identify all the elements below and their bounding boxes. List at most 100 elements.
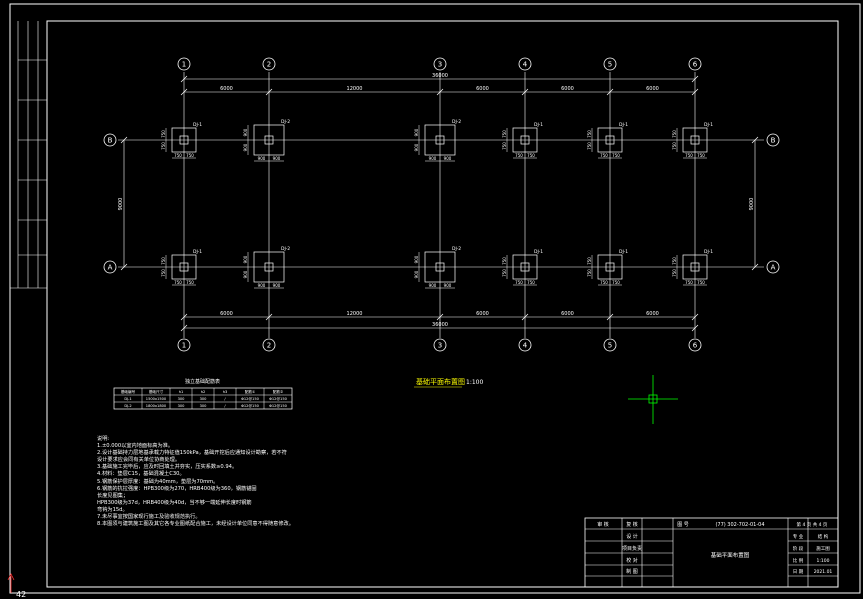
ucs-icon	[7, 573, 15, 593]
dimension-label: 750	[672, 269, 677, 277]
axis-bubble	[688, 57, 702, 71]
dimension-label: 750	[612, 153, 620, 158]
dimension-label: 900	[444, 283, 452, 288]
note-line: 8.本图须与建筑施工图及其它各专业图纸配合施工，未经设计单位同意不得随意修改。	[97, 521, 294, 528]
axis-bubble	[766, 260, 780, 274]
footing	[253, 251, 285, 283]
dimension-tick	[120, 136, 128, 144]
axis-label: 5	[608, 61, 612, 69]
dimension-label: 6000	[476, 311, 489, 317]
dimension-label: 750	[697, 280, 705, 285]
axis-label: 2	[267, 342, 271, 350]
axis-bubble	[766, 133, 780, 147]
dimension-tick	[751, 136, 759, 144]
sheet-outer-frame	[9, 3, 861, 594]
table-cell: Φ12@150	[241, 404, 260, 408]
corner-label: 42	[16, 590, 26, 599]
table-cell: 1800x1800	[146, 404, 167, 408]
axis-bubble	[518, 57, 532, 71]
note-line: 6.钢筋的抗拉强度：HPB300级为270，HRB400级为360，钢筋锚固	[97, 485, 257, 492]
dimension-label: 6000	[220, 311, 233, 317]
dimension-label: 750	[186, 153, 194, 158]
footing	[424, 124, 456, 156]
axis-label: 5	[608, 342, 612, 350]
title-value: 施工图	[816, 545, 830, 552]
dimension-label: 750	[587, 257, 592, 265]
footing-label: DJ-1	[193, 122, 202, 128]
dimension-tick	[691, 75, 699, 83]
dimension-label: 6000	[561, 86, 574, 92]
dimension-label: 750	[685, 280, 693, 285]
dimension-label: 9000	[118, 198, 124, 211]
dimension-label: 750	[527, 280, 535, 285]
dimension-label: 6000	[561, 311, 574, 317]
dimension-label: 900	[258, 156, 266, 161]
dimension-label: 9000	[749, 198, 755, 211]
axis-label: 1	[182, 61, 186, 69]
table-cell: DJ-1	[124, 397, 131, 401]
dimension-label: 750	[672, 257, 677, 265]
dimension-tick	[691, 88, 699, 96]
dimension-label: 750	[161, 142, 166, 150]
footing-label: DJ-1	[534, 249, 543, 255]
column	[605, 135, 615, 145]
table-cell: 300	[200, 404, 208, 408]
dimension-tick	[751, 263, 759, 271]
dimension-label: 900	[273, 156, 281, 161]
axis-label: B	[108, 137, 113, 145]
dimension-label: 750	[697, 153, 705, 158]
sheet-inner-frame	[46, 20, 839, 588]
axis-bubble	[103, 133, 117, 147]
title-block: 审 核复 核设 计项目负责校 对制 图图 号(77) 302-702-01-04…	[584, 517, 839, 588]
dimension-label: 750	[515, 153, 523, 158]
dimension-label: 900	[243, 143, 248, 151]
dimension-tick	[521, 88, 529, 96]
note-line: 4.材料：垫层C15，基础混凝土C30。	[97, 471, 185, 478]
footing-label: DJ-1	[534, 122, 543, 128]
dimension-tick	[265, 313, 273, 321]
title-label: 制 图	[626, 568, 638, 575]
dimension-label: 750	[174, 280, 182, 285]
design-notes: 说明: 1.±0.000以室内地面标高为准。 2.设计基础持力层地基承载力特征值…	[97, 436, 397, 528]
axis-bubble	[433, 338, 447, 352]
axis-label: 4	[523, 342, 528, 350]
column	[520, 262, 530, 272]
dimension-label: 750	[612, 280, 620, 285]
axis-label: 6	[693, 61, 698, 69]
dimension-tick	[436, 313, 444, 321]
dimension-label: 750	[600, 153, 608, 158]
title-label: 阶 段	[793, 545, 804, 552]
dimension-label: 6000	[220, 86, 233, 92]
note-line: 长度见图集；	[97, 492, 129, 499]
dimension-tick	[606, 313, 614, 321]
column	[435, 262, 445, 272]
dimension-label: 750	[174, 153, 182, 158]
table-header: h1	[179, 390, 184, 394]
table-cell: DJ-2	[124, 404, 131, 408]
table-cell: 300	[178, 397, 186, 401]
footing-label: DJ-1	[619, 249, 628, 255]
dimension-label: 900	[243, 270, 248, 278]
dimension-label: 750	[672, 130, 677, 138]
table-frame	[113, 387, 293, 410]
footing	[597, 254, 623, 280]
title-label: 审 核	[597, 521, 609, 528]
axis-label: A	[108, 264, 113, 272]
dimension-tick	[436, 88, 444, 96]
dimension-label: 750	[587, 269, 592, 277]
title-label: 设 计	[626, 533, 638, 540]
footing-label: DJ-2	[452, 246, 461, 252]
dimension-label: 12000	[347, 86, 363, 92]
axis-label: 6	[693, 342, 698, 350]
title-value: 结 构	[818, 533, 829, 540]
column	[264, 135, 274, 145]
footing-label: DJ-1	[193, 249, 202, 255]
axis-label: 1	[182, 342, 186, 350]
table-cell: Φ12@150	[241, 397, 260, 401]
column	[264, 262, 274, 272]
dimension-label: 12000	[347, 311, 363, 317]
dimension-tick	[180, 324, 188, 332]
column	[179, 262, 189, 272]
dimension-label: 750	[672, 142, 677, 150]
